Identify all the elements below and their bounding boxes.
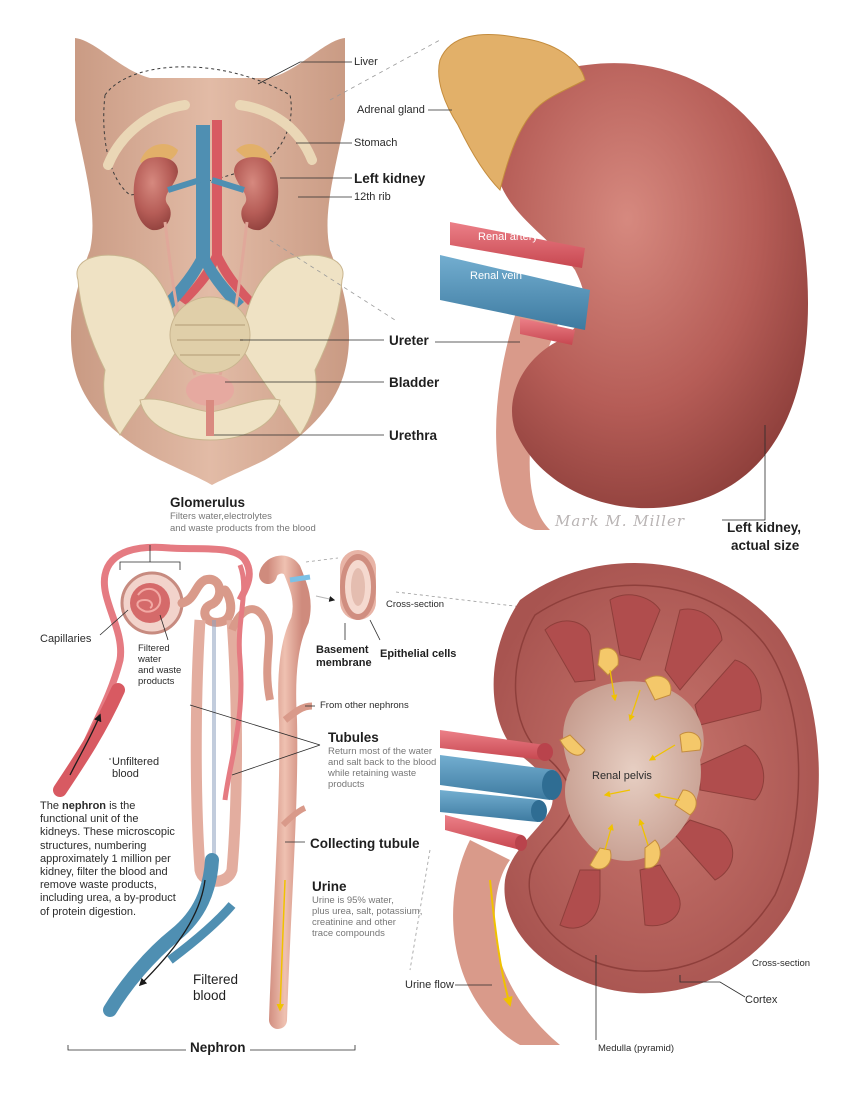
section-dash — [409, 849, 431, 971]
label-cross-section-tubule: Cross-section — [386, 599, 445, 610]
label-urethra: Urethra — [389, 428, 438, 443]
label-from-other-nephrons: From other nephrons — [320, 700, 409, 711]
urine-flow-arrows — [603, 669, 681, 851]
nephron-paragraph-bold: nephron — [62, 800, 107, 812]
label-filtered-water-3: and waste — [138, 665, 182, 676]
label-medulla: Medulla (pyramid) — [598, 1043, 675, 1054]
filtered-blood-arrow — [138, 879, 206, 987]
cs-dash — [305, 557, 339, 563]
kidney-section-cortex — [514, 584, 800, 972]
section-ureter — [453, 840, 560, 1045]
renal-vessels-small — [167, 177, 245, 193]
proximal-tubule — [177, 574, 236, 627]
label-12th-rib: 12th rib — [354, 191, 391, 203]
renal-artery-lower — [520, 318, 575, 345]
afferent-vessel — [71, 543, 253, 772]
tubules-desc-2: and salt back to the blood — [328, 757, 437, 768]
glomerulus-bracket — [119, 545, 181, 570]
adrenal-large — [438, 33, 586, 191]
label-stomach: Stomach — [354, 137, 398, 149]
label-collecting-tubule: Collecting tubule — [310, 836, 420, 851]
glomerulus-desc-1: Filters water,electrolytes — [170, 511, 272, 522]
label-urine-flow: Urine flow — [405, 979, 454, 991]
peritubular-capillary — [222, 564, 247, 801]
label-unfiltered-1: Unfiltered — [112, 756, 160, 768]
renal-pelvis — [563, 681, 704, 861]
label-adrenal-gland: Adrenal gland — [357, 104, 425, 116]
urine-arrow — [276, 879, 286, 1012]
calyces — [559, 647, 702, 870]
artist-signature: Mark M. Miller — [555, 512, 686, 530]
label-capillaries: Capillaries — [40, 633, 92, 645]
label-unfiltered-2: blood — [112, 768, 139, 780]
bladder-shape — [186, 374, 234, 406]
unfiltered-vessel — [53, 683, 125, 797]
kidney-leader — [722, 425, 766, 521]
kidney-large — [496, 63, 809, 509]
label-filtered-water-4: products — [138, 676, 175, 687]
nephron-paragraph: The nephron is the functional unit of th… — [40, 800, 176, 918]
blue-return — [289, 574, 311, 583]
pyramids — [544, 594, 765, 929]
label-filtered-water-2: water — [138, 654, 162, 665]
label-left-kidney-actual-1: Left kidney, — [727, 520, 802, 535]
label-filtered-blood-2: blood — [193, 988, 227, 1003]
renal-artery-large — [450, 222, 585, 268]
label-cortex: Cortex — [745, 994, 778, 1006]
cs-arrow — [315, 595, 336, 602]
unfiltered-arrow — [69, 713, 102, 776]
label-renal-pelvis: Renal pelvis — [592, 770, 652, 782]
label-filtered-water-1: Filtered — [138, 643, 170, 654]
label-ureter: Ureter — [389, 333, 429, 348]
section-vessels — [440, 730, 562, 851]
urethra-shape — [206, 400, 214, 436]
urine-desc-2: plus urea, salt, potassium, — [312, 906, 423, 917]
glomerulus-desc-2: and waste products from the blood — [170, 523, 316, 534]
filtered-blood-branch — [167, 902, 236, 964]
urine-desc-1: Urine is 95% water, — [312, 895, 394, 906]
label-basement-1: Basement — [316, 644, 369, 656]
vena-cava — [162, 125, 244, 310]
zoom-line-top — [329, 39, 441, 101]
tubules-desc-1: Return most of the water — [328, 746, 433, 757]
collecting-branch-2 — [280, 805, 307, 828]
loop-of-henle — [190, 619, 242, 887]
label-nephron: Nephron — [186, 1040, 250, 1056]
tubule-cross-section — [340, 550, 376, 620]
tubules-desc-4: products — [328, 779, 365, 790]
label-renal-artery: Renal artery — [478, 231, 538, 243]
label-urine: Urine — [312, 879, 347, 894]
urine-desc-3: creatinine and other — [312, 917, 396, 928]
rib-left — [103, 100, 190, 170]
label-filtered-blood-1: Filtered — [193, 972, 239, 987]
glomerulus-texture — [136, 587, 162, 613]
renal-vein-large — [440, 255, 590, 330]
rib-right — [235, 100, 317, 165]
label-renal-vein: Renal vein — [470, 270, 522, 282]
label-left-kidney: Left kidney — [354, 171, 426, 186]
label-left-kidney-actual-2: actual size — [731, 538, 800, 553]
filtered-blood-vessel — [103, 853, 219, 1017]
section-leaders — [455, 955, 746, 1040]
urine-desc-4: trace compounds — [312, 928, 385, 939]
label-basement-2: membrane — [316, 657, 372, 669]
label-glomerulus: Glomerulus — [170, 495, 246, 510]
label-epithelial: Epithelial cells — [380, 648, 457, 660]
collecting-tubule — [259, 555, 311, 1029]
urine-flow-main-arrow — [489, 879, 513, 1007]
pelvis-bone — [76, 254, 344, 441]
label-tubules: Tubules — [328, 730, 379, 745]
torso-leaders — [214, 61, 384, 436]
label-cross-section-kidney: Cross-section — [752, 958, 811, 969]
aorta — [179, 120, 255, 305]
kidney-small-right — [234, 157, 279, 231]
zoom-line-bottom — [269, 239, 396, 321]
label-bladder: Bladder — [389, 375, 440, 390]
label-liver: Liver — [354, 56, 378, 68]
tubules-desc-3: while retaining waste — [328, 768, 417, 779]
kidney-small-left — [133, 157, 178, 231]
